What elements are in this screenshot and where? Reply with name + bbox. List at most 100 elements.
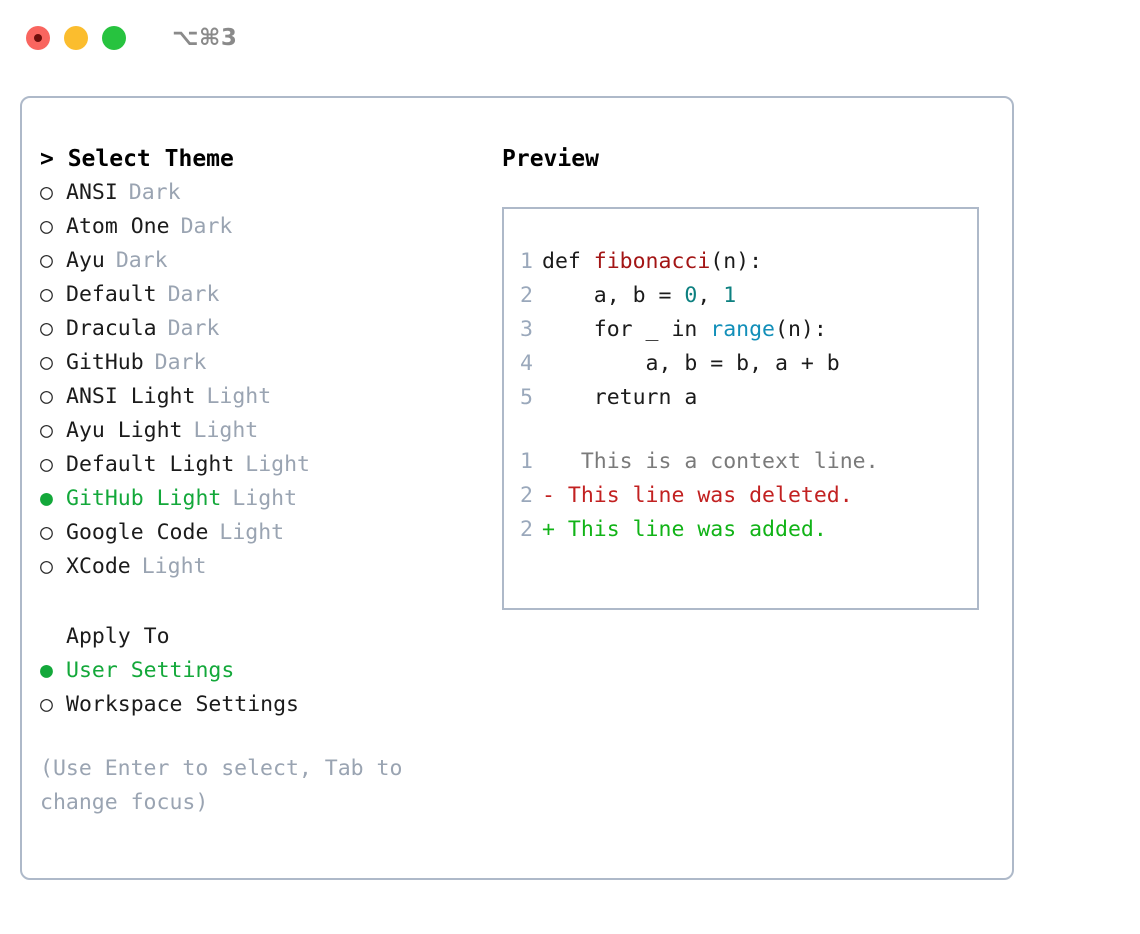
diff-marker: -	[542, 483, 555, 508]
theme-item-label: Atom One	[66, 214, 170, 239]
theme-item[interactable]: ○ Dracula Dark	[40, 312, 484, 346]
radio-unselected-icon: ○	[40, 452, 53, 477]
theme-item-label: Default Light	[66, 452, 235, 477]
theme-item-tag: Light	[193, 418, 259, 443]
minimize-button[interactable]	[64, 26, 88, 50]
theme-item-label: GitHub Light	[66, 486, 222, 511]
diff-text: This line was added.	[554, 517, 827, 542]
theme-item-label: ANSI	[66, 180, 118, 205]
apply-to-option[interactable]: ●User Settings	[40, 654, 484, 688]
theme-item-label: GitHub	[66, 350, 144, 375]
code-line: 1 def fibonacci(n):	[504, 245, 977, 279]
apply-to-option[interactable]: ○ Workspace Settings	[40, 688, 484, 722]
theme-item-label: Ayu Light	[66, 418, 183, 443]
code-line: 3 for _ in range(n):	[504, 313, 977, 347]
code-spacer	[504, 415, 977, 445]
radio-unselected-icon: ○	[40, 316, 53, 341]
radio-unselected-icon: ○	[40, 692, 53, 717]
line-number: 5	[520, 385, 533, 410]
theme-item-tag: Dark	[167, 282, 220, 307]
theme-item[interactable]: ○ Default Dark	[40, 278, 484, 312]
diff-line-content: This is a context line.	[542, 445, 879, 479]
code-token: (n):	[775, 317, 827, 342]
theme-item[interactable]: ○ Google Code Light	[40, 516, 484, 550]
theme-item-label: XCode	[66, 554, 131, 579]
theme-item-tag: Dark	[115, 248, 168, 273]
diff-line: 2 + This line was added.	[504, 513, 977, 547]
code-token: return a	[542, 385, 698, 410]
code-line-content: def fibonacci(n):	[542, 245, 762, 279]
code-token: a, b =	[542, 283, 685, 308]
radio-unselected-icon: ○	[40, 248, 53, 273]
diff-line-content: - This line was deleted.	[542, 479, 853, 513]
radio-selected-icon: ●	[40, 486, 53, 511]
radio-unselected-icon: ○	[40, 418, 53, 443]
code-line: 5 return a	[504, 381, 977, 415]
spacer	[40, 584, 484, 620]
radio-unselected-icon: ○	[40, 554, 53, 579]
theme-item-label: ANSI Light	[66, 384, 196, 409]
line-number: 2	[520, 483, 533, 508]
theme-item-tag: Light	[219, 520, 285, 545]
radio-unselected-icon: ○	[40, 282, 53, 307]
theme-item-tag: Dark	[128, 180, 181, 205]
diff-line-content: + This line was added.	[542, 513, 827, 547]
code-line: 2 a, b = 0, 1	[504, 279, 977, 313]
apply-to-option-label: User Settings	[66, 658, 235, 683]
theme-item-label: Dracula	[66, 316, 157, 341]
theme-item[interactable]: ○ Ayu Light Light	[40, 414, 484, 448]
apply-to-list: ●User Settings ○ Workspace Settings	[40, 654, 484, 722]
theme-picker-header: > Select Theme	[40, 142, 484, 176]
line-number: 4	[520, 351, 533, 376]
code-token: ,	[697, 283, 724, 308]
theme-item-tag: Light	[232, 486, 298, 511]
close-icon	[34, 34, 42, 42]
theme-item[interactable]: ● GitHub Light Light	[40, 482, 484, 516]
code-line: 4 a, b = b, a + b	[504, 347, 977, 381]
preview-title: Preview	[502, 146, 599, 172]
diff-block: 1 This is a context line.2- This line wa…	[504, 445, 977, 547]
theme-item[interactable]: ○ ANSI Dark	[40, 176, 484, 210]
theme-item-label: Default	[66, 282, 157, 307]
radio-unselected-icon: ○	[40, 350, 53, 375]
apply-to-option-label: Workspace Settings	[66, 692, 299, 717]
radio-unselected-icon: ○	[40, 520, 53, 545]
theme-item[interactable]: ○ Ayu Dark	[40, 244, 484, 278]
radio-unselected-icon: ○	[40, 384, 53, 409]
diff-marker: +	[542, 517, 555, 542]
theme-item[interactable]: ○ Default Light Light	[40, 448, 484, 482]
diff-marker	[542, 449, 555, 474]
keyboard-hint: (Use Enter to select, Tab to change focu…	[40, 756, 403, 815]
line-number: 2	[520, 517, 533, 542]
apply-to-header-label: Apply To	[66, 624, 170, 649]
shortcut-label: ⌥⌘3	[172, 25, 238, 51]
apply-to-header: Apply To	[40, 620, 484, 654]
theme-item-label: Google Code	[66, 520, 209, 545]
theme-item[interactable]: ○ ANSI Light Light	[40, 380, 484, 414]
theme-item[interactable]: ○ XCode Light	[40, 550, 484, 584]
theme-item-tag: Light	[141, 554, 207, 579]
code-token: a, b = b, a + b	[542, 351, 840, 376]
code-token: 1	[723, 283, 737, 308]
code-token: for _ in	[542, 317, 711, 342]
maximize-button[interactable]	[102, 26, 126, 50]
close-button[interactable]	[26, 26, 50, 50]
code-token: (n):	[710, 249, 763, 274]
diff-line: 1 This is a context line.	[504, 445, 977, 479]
theme-item-label: Ayu	[66, 248, 105, 273]
line-number: 1	[520, 249, 533, 274]
line-number: 2	[520, 283, 533, 308]
theme-item-tag: Light	[206, 384, 272, 409]
code-line-content: a, b = b, a + b	[542, 347, 840, 381]
theme-item-tag: Dark	[167, 316, 220, 341]
theme-item-tag: Light	[245, 452, 311, 477]
code-line-content: return a	[542, 381, 698, 415]
radio-unselected-icon: ○	[40, 180, 53, 205]
diff-line: 2 - This line was deleted.	[504, 479, 977, 513]
